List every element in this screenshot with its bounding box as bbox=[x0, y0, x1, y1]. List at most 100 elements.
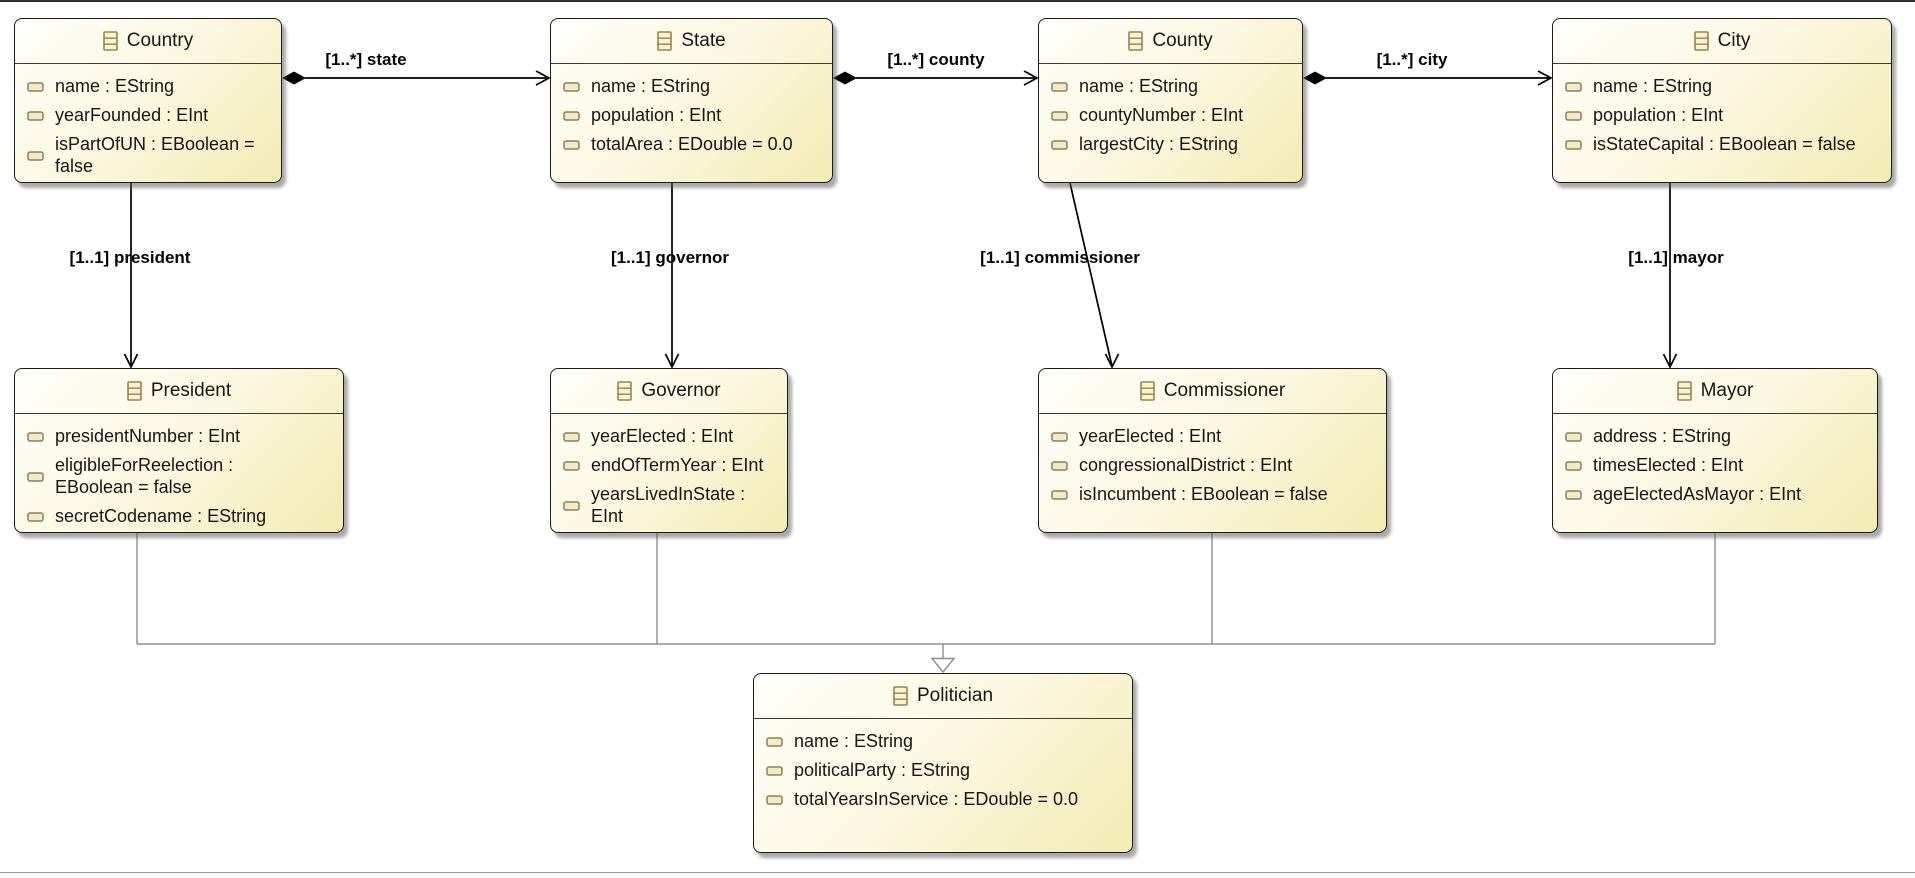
attribute-label: totalYearsInService : EDouble = 0.0 bbox=[794, 788, 1079, 809]
class-president[interactable]: President presidentNumber : EInt eligibleF… bbox=[14, 368, 344, 533]
attribute-row[interactable]: population : EInt bbox=[1565, 105, 1883, 127]
attribute-label: largestCity : EString bbox=[1079, 133, 1239, 154]
class-state[interactable]: State name : EString population : EInt tota… bbox=[550, 18, 833, 183]
open-arrowhead-icon bbox=[1104, 353, 1120, 369]
edge-label-city[interactable]: [1..*] city bbox=[1376, 50, 1448, 69]
class-title: President bbox=[150, 380, 232, 401]
attribute-row[interactable]: name : EString bbox=[1565, 76, 1883, 98]
class-title: State bbox=[681, 30, 726, 51]
attribute-label: isPartOfUN : EBoolean = false bbox=[55, 133, 255, 176]
attribute-label: yearFounded : EInt bbox=[55, 104, 209, 125]
class-country[interactable]: Country name : EString yearFounded : EInt i… bbox=[14, 18, 282, 183]
attribute-row[interactable]: yearFounded : EInt bbox=[27, 105, 273, 127]
eattribute-icon bbox=[766, 766, 783, 776]
attribute-row[interactable]: name : EString bbox=[27, 76, 273, 98]
generalization-politician[interactable] bbox=[136, 533, 1716, 674]
attribute-label: endOfTermYear : EInt bbox=[591, 454, 764, 475]
composition-diamond-icon bbox=[833, 71, 857, 85]
attribute-row[interactable]: largestCity : EString bbox=[1051, 134, 1294, 156]
class-politician[interactable]: Politician name : EString politicalParty :… bbox=[753, 673, 1133, 853]
attribute-row[interactable]: yearElected : EInt bbox=[1051, 426, 1378, 448]
open-arrowhead-icon bbox=[535, 70, 551, 86]
association-line bbox=[1069, 182, 1113, 367]
attribute-row[interactable]: politicalParty : EString bbox=[766, 760, 1124, 782]
eattribute-icon bbox=[1051, 490, 1068, 500]
association-president[interactable] bbox=[123, 183, 139, 369]
class-commissioner[interactable]: Commissioner yearElected : EInt congressio… bbox=[1038, 368, 1387, 533]
attribute-list: yearElected : EInt congressionalDistrict … bbox=[1039, 414, 1386, 506]
attribute-row[interactable]: yearElected : EInt bbox=[563, 426, 779, 448]
attribute-row[interactable]: isStateCapital : EBoolean = false bbox=[1565, 134, 1883, 156]
attribute-label: totalArea : EDouble = 0.0 bbox=[591, 133, 793, 154]
attribute-row[interactable]: population : EInt bbox=[563, 105, 824, 127]
edge-label-state[interactable]: [1..*] state bbox=[325, 50, 407, 69]
attribute-row[interactable]: congressionalDistrict : EInt bbox=[1051, 455, 1378, 477]
attribute-label: yearElected : EInt bbox=[591, 426, 734, 446]
class-title: Commissioner bbox=[1163, 380, 1286, 401]
attribute-row[interactable]: name : EString bbox=[1051, 76, 1294, 98]
attribute-label: yearsLivedInState : EInt bbox=[591, 483, 746, 526]
edge-label-county[interactable]: [1..*] county bbox=[887, 50, 985, 69]
attribute-row[interactable]: yearsLivedInState : EInt bbox=[563, 484, 779, 528]
attribute-label: name : EString bbox=[591, 76, 711, 96]
eclass-icon bbox=[893, 686, 908, 706]
attribute-label: politicalParty : EString bbox=[794, 759, 971, 780]
bottom-border-line bbox=[0, 872, 1915, 873]
attribute-label: address : EString bbox=[1593, 426, 1732, 446]
association-mayor[interactable] bbox=[1662, 183, 1678, 369]
association-commissioner[interactable] bbox=[1069, 182, 1120, 369]
association-state[interactable] bbox=[282, 70, 551, 86]
attribute-row[interactable]: presidentNumber : EInt bbox=[27, 426, 335, 448]
attribute-label: countyNumber : EInt bbox=[1079, 104, 1244, 125]
attribute-row[interactable]: isPartOfUN : EBoolean = false bbox=[27, 134, 273, 178]
eattribute-icon bbox=[1051, 82, 1068, 92]
class-header: President bbox=[15, 369, 343, 414]
eattribute-icon bbox=[563, 432, 580, 442]
attribute-row[interactable]: ageElectedAsMayor : EInt bbox=[1565, 484, 1869, 506]
open-arrowhead-icon bbox=[664, 353, 680, 369]
attribute-label: ageElectedAsMayor : EInt bbox=[1593, 483, 1802, 504]
eattribute-icon bbox=[27, 512, 44, 522]
attribute-row[interactable]: totalArea : EDouble = 0.0 bbox=[563, 134, 824, 156]
class-title: Politician bbox=[916, 685, 994, 706]
attribute-label: name : EString bbox=[794, 731, 914, 751]
attribute-list: name : EString yearFounded : EInt isPartOf… bbox=[15, 64, 281, 178]
edge-label-governor[interactable]: [1..1] governor bbox=[610, 248, 730, 267]
eclass-icon bbox=[1139, 381, 1155, 401]
class-city[interactable]: City name : EString population : EInt isSta… bbox=[1552, 18, 1892, 183]
association-city[interactable] bbox=[1303, 70, 1553, 86]
association-county[interactable] bbox=[833, 70, 1039, 86]
attribute-row[interactable]: countyNumber : EInt bbox=[1051, 105, 1294, 127]
class-header: Country bbox=[15, 19, 281, 64]
eattribute-icon bbox=[27, 432, 44, 442]
attribute-row[interactable]: isIncumbent : EBoolean = false bbox=[1051, 484, 1378, 506]
association-governor[interactable] bbox=[664, 183, 680, 369]
eclass-icon bbox=[102, 31, 118, 51]
eattribute-icon bbox=[1565, 111, 1582, 121]
attribute-row[interactable]: name : EString bbox=[563, 76, 824, 98]
attribute-row[interactable]: timesElected : EInt bbox=[1565, 455, 1869, 477]
attribute-row[interactable]: totalYearsInService : EDouble = 0.0 bbox=[766, 789, 1124, 811]
attribute-row[interactable]: secretCodename : EString bbox=[27, 506, 335, 528]
attribute-row[interactable]: endOfTermYear : EInt bbox=[563, 455, 779, 477]
attribute-label: congressionalDistrict : EInt bbox=[1079, 454, 1293, 475]
class-title: City bbox=[1717, 30, 1751, 51]
edge-label-commissioner[interactable]: [1..1] commissioner bbox=[980, 248, 1140, 267]
eattribute-icon bbox=[1565, 140, 1582, 150]
attribute-label: name : EString bbox=[1593, 76, 1713, 96]
class-header: Politician bbox=[754, 674, 1132, 719]
class-header: Commissioner bbox=[1039, 369, 1386, 414]
eattribute-icon bbox=[1565, 82, 1582, 92]
eattribute-icon bbox=[1051, 111, 1068, 121]
edge-label-president[interactable]: [1..1] president bbox=[69, 248, 191, 267]
attribute-row[interactable]: eligibleForReelection : EBoolean = false bbox=[27, 455, 335, 499]
eattribute-icon bbox=[1565, 432, 1582, 442]
attribute-row[interactable]: name : EString bbox=[766, 731, 1124, 753]
attribute-list: name : EString politicalParty : EString to… bbox=[754, 719, 1132, 811]
attribute-row[interactable]: address : EString bbox=[1565, 426, 1869, 448]
edge-label-mayor[interactable]: [1..1] mayor bbox=[1628, 248, 1724, 267]
